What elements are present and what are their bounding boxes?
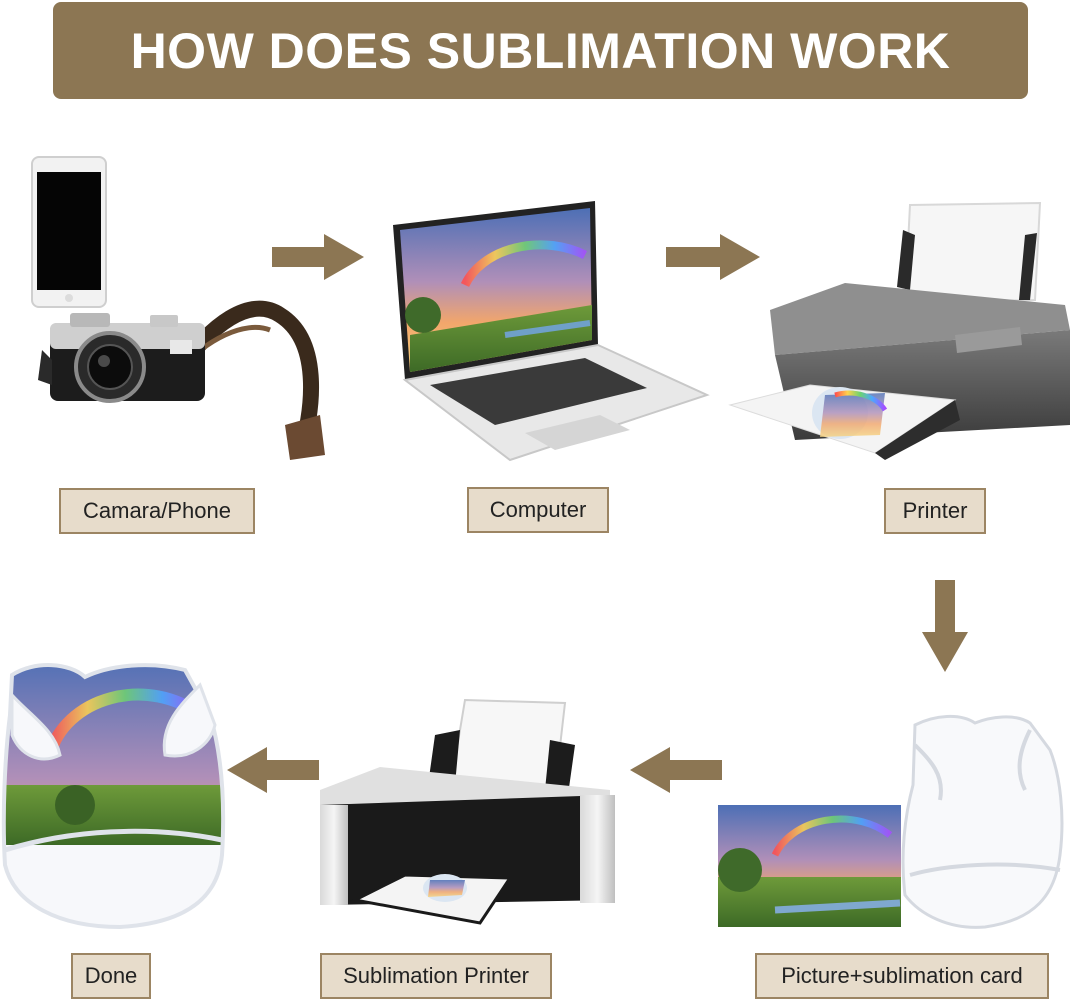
step-label-picture-card: Picture+sublimation card xyxy=(755,953,1049,999)
title-banner: HOW DOES SUBLIMATION WORK xyxy=(53,2,1028,99)
step-label-done: Done xyxy=(71,953,151,999)
arrow-right-icon xyxy=(666,234,760,280)
printed-shirt-icon xyxy=(0,655,228,930)
step-label-sublimation-printer: Sublimation Printer xyxy=(320,953,552,999)
label-text: Done xyxy=(84,963,138,988)
arrow-left-icon xyxy=(630,747,722,793)
label-text: Computer xyxy=(489,497,587,522)
step-label-computer: Computer xyxy=(467,487,609,533)
sublimation-printer-icon xyxy=(310,695,620,930)
camera-phone-icon xyxy=(30,155,330,465)
page-title: HOW DOES SUBLIMATION WORK xyxy=(130,22,951,79)
arrow-left-icon xyxy=(227,747,319,793)
laptop-icon xyxy=(385,195,710,465)
label-text: Camara/Phone xyxy=(83,498,231,523)
printer-icon xyxy=(725,195,1075,465)
arrow-down-icon xyxy=(922,580,968,672)
step-label-printer: Printer xyxy=(884,488,986,534)
photo-shirt-icon xyxy=(715,705,1080,930)
label-text: Sublimation Printer xyxy=(343,963,529,988)
arrow-right-icon xyxy=(272,234,364,280)
label-text: Printer xyxy=(902,498,968,523)
label-text: Picture+sublimation card xyxy=(781,963,1023,988)
step-label-camera-phone: Camara/Phone xyxy=(59,488,255,534)
